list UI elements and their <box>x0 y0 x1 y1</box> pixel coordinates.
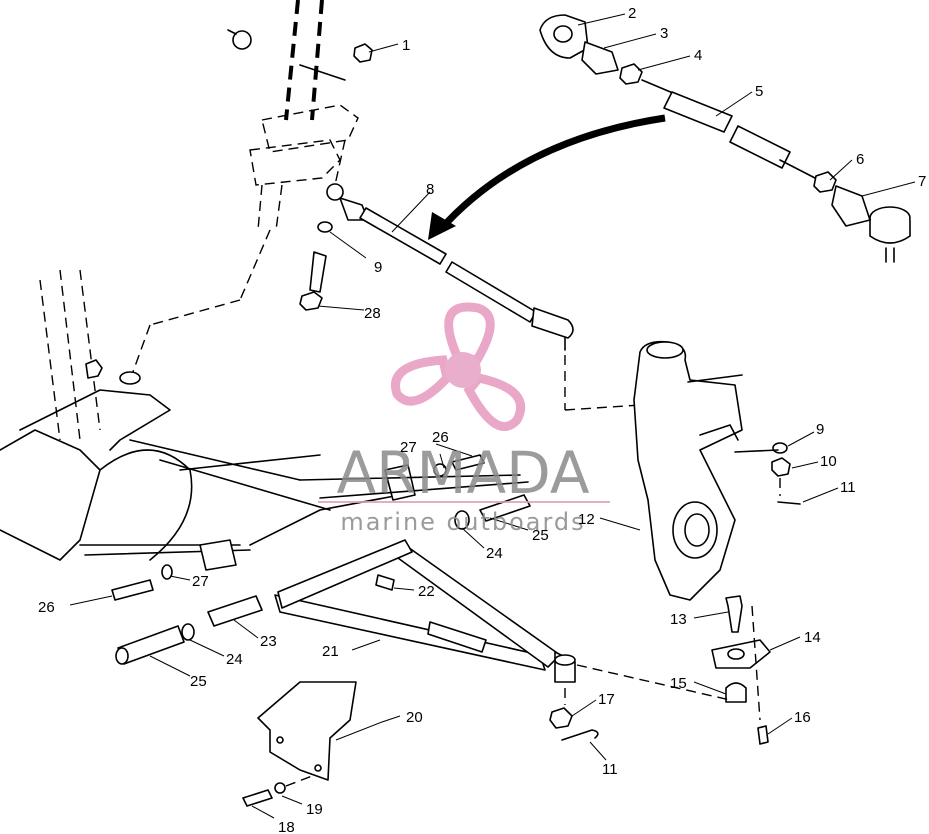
callout-13: 13 <box>670 611 687 628</box>
callout-25-upper: 25 <box>532 527 549 544</box>
callout-26-lower: 26 <box>38 599 55 616</box>
callout-6: 6 <box>856 151 864 168</box>
ball-joint-13 <box>725 595 743 633</box>
callout-9-right: 9 <box>816 421 824 438</box>
callout-12: 12 <box>578 511 595 528</box>
bolt-26-lower <box>111 579 154 601</box>
callout-5: 5 <box>755 83 763 100</box>
steering-column <box>129 0 359 381</box>
watermark-tagline: marine outboards <box>340 508 585 536</box>
nut-1 <box>353 43 373 63</box>
callout-8: 8 <box>426 181 434 198</box>
callout-2: 2 <box>628 5 636 22</box>
washer-9-right <box>772 442 788 454</box>
callout-10: 10 <box>820 453 837 470</box>
callout-18: 18 <box>278 819 295 834</box>
callout-15: 15 <box>670 675 687 692</box>
bushing-23 <box>207 595 263 627</box>
washer-9-upper <box>317 221 333 233</box>
tie-rod-assembly <box>539 14 911 263</box>
washer-27-lower <box>161 564 173 580</box>
callout-20: 20 <box>406 709 423 726</box>
callout-labels: 1 2 3 4 5 6 7 8 9 28 9 10 11 27 26 12 24… <box>38 5 926 834</box>
a-arm-21 <box>274 539 576 683</box>
callout-26-upper: 26 <box>432 429 449 446</box>
watermark-brand: ARMADA <box>336 439 589 507</box>
callout-23: 23 <box>260 633 277 650</box>
callout-14: 14 <box>804 629 821 646</box>
bolt-26-upper <box>451 454 485 471</box>
washer-24-upper <box>454 510 470 530</box>
callout-24-lower: 24 <box>226 651 243 668</box>
callout-16: 16 <box>794 709 811 726</box>
callout-22: 22 <box>418 583 435 600</box>
callout-1: 1 <box>402 37 410 54</box>
leader-lines <box>69 13 916 819</box>
ball-joint-15 <box>725 682 747 703</box>
callout-21: 21 <box>322 643 339 660</box>
nut-17 <box>549 707 573 729</box>
callout-27-lower: 27 <box>192 573 209 590</box>
callout-27-upper: 27 <box>400 439 417 456</box>
propeller-logo <box>391 302 526 431</box>
cotter-pin-11-lower <box>561 729 599 741</box>
bolt-18 <box>242 789 273 807</box>
bolt-16 <box>757 725 769 745</box>
washer-19 <box>274 782 286 794</box>
watermark: ARMADA marine outboards <box>318 302 610 536</box>
callout-3: 3 <box>660 25 668 42</box>
callout-19: 19 <box>306 801 323 818</box>
skid-plate-20 <box>257 681 357 781</box>
bracket-lower <box>199 539 237 571</box>
tie-rod-8 <box>326 183 641 411</box>
callout-4: 4 <box>694 47 702 64</box>
zerk-22 <box>375 574 395 591</box>
nut-10 <box>771 457 791 477</box>
spindle-knuckle-12 <box>633 340 743 601</box>
washer-27-upper <box>433 463 447 477</box>
callout-28: 28 <box>364 305 381 322</box>
callout-11-right: 11 <box>840 479 856 496</box>
callout-7: 7 <box>918 173 926 190</box>
direction-arrow <box>428 114 666 240</box>
callout-11-lower: 11 <box>602 761 618 778</box>
cotter-pin-11-right <box>777 501 801 505</box>
callout-24-upper: 24 <box>486 545 503 562</box>
washer-24-lower <box>181 623 195 641</box>
callout-17: 17 <box>598 691 615 708</box>
callout-25-lower: 25 <box>190 673 207 690</box>
callout-9-upper: 9 <box>374 259 382 276</box>
bolt-28 <box>299 251 327 311</box>
